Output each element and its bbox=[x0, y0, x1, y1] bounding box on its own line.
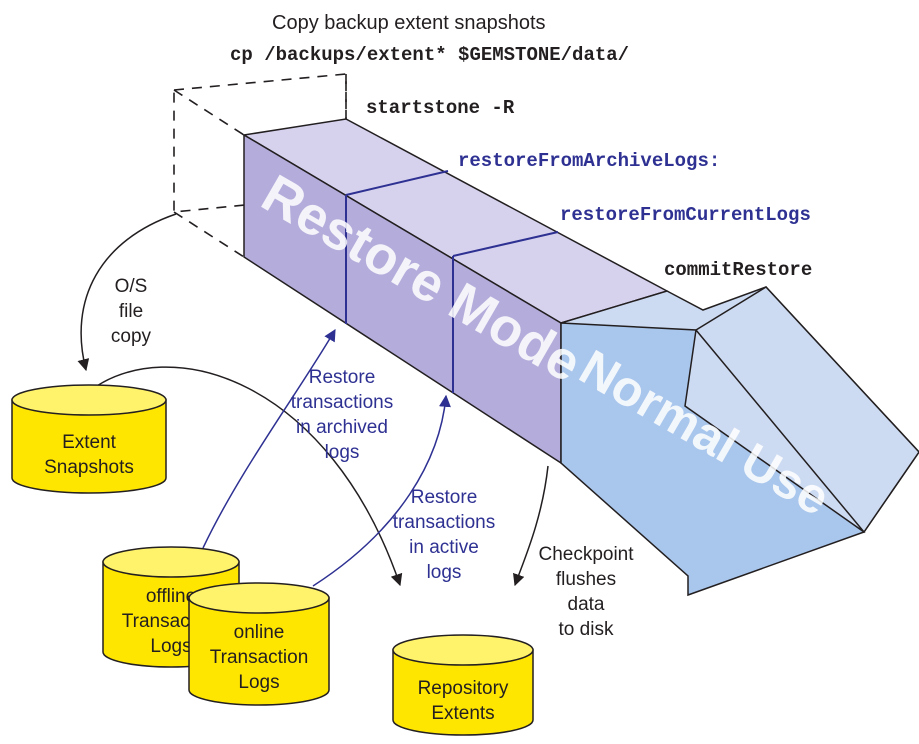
restore-archive-command: restoreFromArchiveLogs: bbox=[458, 150, 720, 172]
online-transaction-logs-cylinder: online Transaction Logs bbox=[188, 582, 330, 706]
archived-logs-arrow bbox=[202, 328, 336, 549]
repository-extents-label-2: Extents bbox=[431, 703, 494, 724]
offline-logs-label-1: offline bbox=[146, 586, 196, 607]
svg-text:flushes: flushes bbox=[556, 569, 616, 590]
repository-extents-cylinder: Repository Extents bbox=[392, 634, 534, 736]
svg-text:logs: logs bbox=[427, 562, 462, 583]
normal-use-arrow-front bbox=[560, 322, 866, 597]
svg-text:O/S: O/S bbox=[115, 276, 148, 297]
extent-snapshots-label-1: Extent bbox=[62, 432, 117, 453]
online-logs-label-3: Logs bbox=[238, 672, 279, 693]
os-copy-arrow bbox=[77, 213, 177, 372]
svg-text:data: data bbox=[568, 594, 605, 615]
svg-text:Restore: Restore bbox=[411, 487, 478, 508]
svg-text:to disk: to disk bbox=[559, 619, 614, 640]
online-logs-label-1: online bbox=[234, 622, 285, 643]
extent-snapshots-cylinder: Extent Snapshots bbox=[11, 384, 167, 494]
restore-active-annotation: Restore transactions in active logs bbox=[393, 487, 495, 583]
svg-text:Checkpoint: Checkpoint bbox=[538, 544, 634, 565]
restore-current-command: restoreFromCurrentLogs bbox=[560, 204, 811, 226]
checkpoint-arrow bbox=[513, 465, 549, 587]
commit-restore-command: commitRestore bbox=[664, 259, 812, 281]
svg-text:copy: copy bbox=[111, 326, 152, 347]
svg-text:in active: in active bbox=[409, 537, 479, 558]
repository-extents-label-1: Repository bbox=[418, 678, 509, 699]
svg-text:transactions: transactions bbox=[393, 512, 495, 533]
restore-archived-annotation: Restore transactions in archived logs bbox=[291, 367, 393, 463]
header-title: Copy backup extent snapshots bbox=[272, 12, 546, 34]
svg-text:Restore: Restore bbox=[309, 367, 376, 388]
online-logs-label-2: Transaction bbox=[210, 647, 309, 668]
svg-text:logs: logs bbox=[325, 442, 360, 463]
svg-text:in archived: in archived bbox=[296, 417, 388, 438]
offline-logs-label-3: Logs bbox=[150, 636, 191, 657]
extent-snapshots-label-2: Snapshots bbox=[44, 457, 134, 478]
checkpoint-annotation: Checkpoint flushes data to disk bbox=[538, 544, 634, 640]
copy-command: cp /backups/extent* $GEMSTONE/data/ bbox=[230, 44, 629, 66]
os-copy-annotation: O/S file copy bbox=[111, 276, 152, 347]
svg-text:file: file bbox=[119, 301, 143, 322]
snapshot-to-repository-arrow bbox=[87, 366, 403, 587]
segment-dividers bbox=[345, 170, 559, 393]
normal-use-arrow-top-notch bbox=[694, 286, 919, 534]
active-logs-arrow bbox=[312, 394, 451, 587]
startstone-command: startstone -R bbox=[366, 97, 515, 119]
svg-text:transactions: transactions bbox=[291, 392, 393, 413]
